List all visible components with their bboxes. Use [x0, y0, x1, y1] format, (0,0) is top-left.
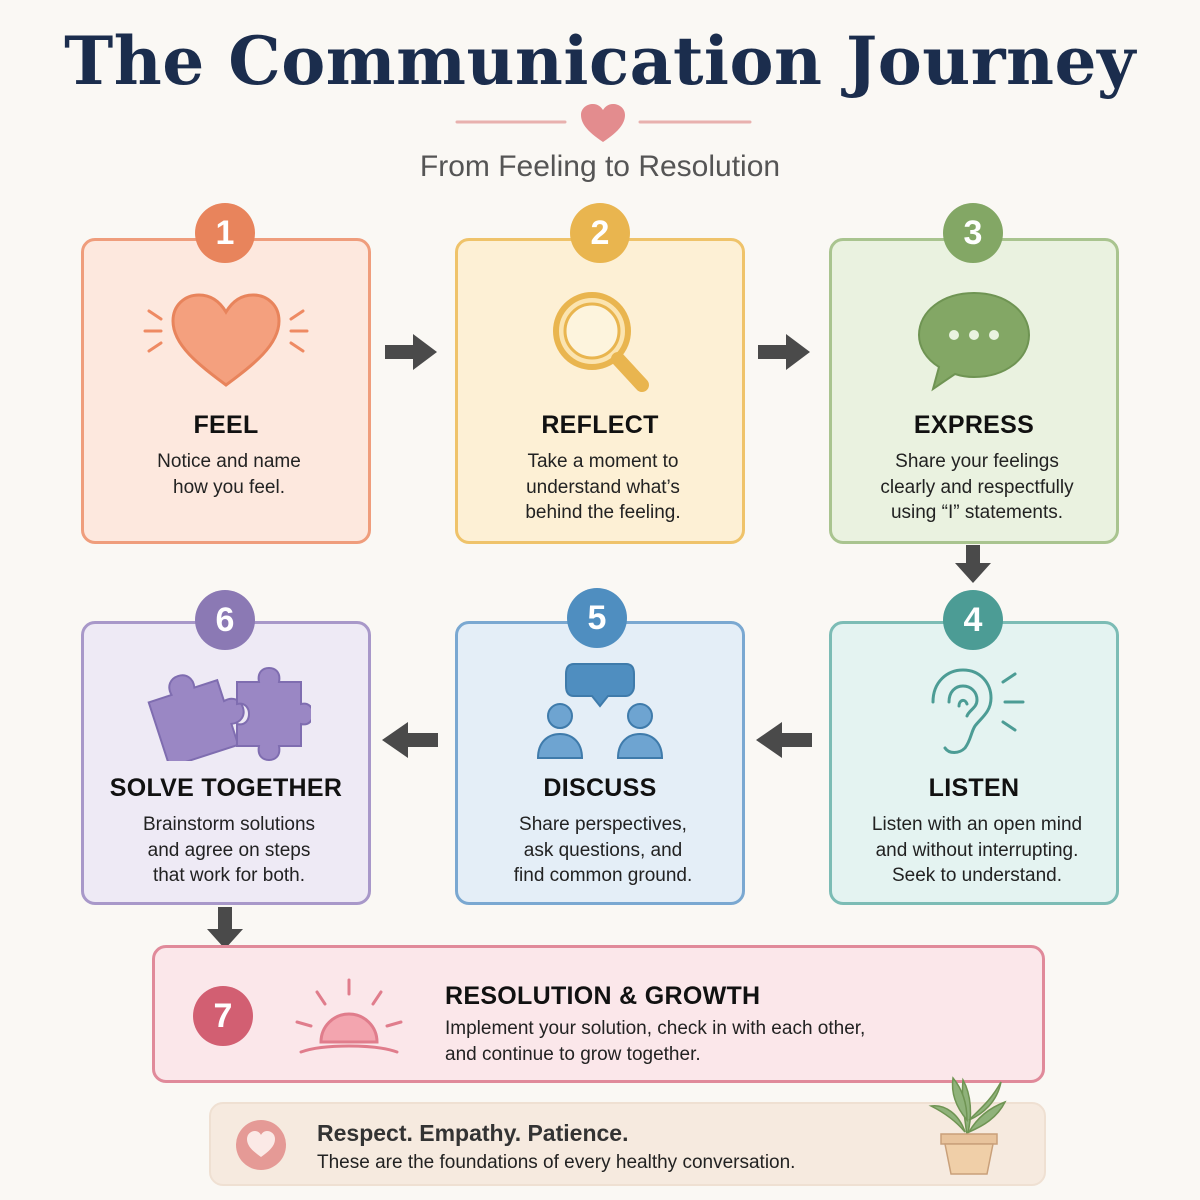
potted-plant-icon	[928, 1076, 1007, 1175]
step-number-badge: 2	[570, 203, 630, 263]
page-subtitle: From Feeling to Resolution	[419, 150, 781, 183]
arrow-right-icon	[385, 334, 437, 370]
speech-bubble-icon	[832, 289, 1116, 394]
heart-icon	[84, 293, 368, 393]
footer-heading: Respect. Empathy. Patience.	[317, 1120, 629, 1146]
step-title: FEEL	[193, 411, 259, 439]
footer-text: These are the foundations of every healt…	[317, 1152, 796, 1173]
resolution-description: Implement your solution, check in with e…	[445, 1018, 866, 1065]
step-description: Notice and name how you feel.	[157, 451, 301, 498]
step-number-badge: 5	[567, 588, 627, 648]
resolution-title: RESOLUTION & GROWTH	[445, 982, 761, 1010]
step-title: SOLVE TOGETHER	[109, 774, 343, 802]
step-number-badge: 1	[195, 203, 255, 263]
step-number-badge: 6	[195, 590, 255, 650]
sunrise-icon	[295, 978, 403, 1054]
step-card-listen: LISTEN Listen with an open mind and with…	[829, 621, 1119, 905]
step-number-badge: 7	[193, 986, 253, 1046]
step-card-reflect: REFLECT Take a moment to understand what…	[455, 238, 745, 544]
arrow-right-icon	[758, 334, 810, 370]
page-title: The Communication Journey	[64, 22, 1136, 100]
step-description: Share your feelings clearly and respectf…	[880, 451, 1074, 523]
step-card-discuss: DISCUSS Share perspectives, ask question…	[455, 621, 745, 905]
magnifying-glass-icon	[458, 289, 742, 399]
step-title: LISTEN	[928, 774, 1020, 802]
step-description: Share perspectives, ask questions, and f…	[513, 814, 693, 886]
arrow-down-icon	[207, 907, 243, 949]
step-title: REFLECT	[541, 411, 659, 439]
footer-banner: Respect. Empathy. Patience. These are th…	[209, 1102, 1046, 1186]
step-number-badge: 3	[943, 203, 1003, 263]
step-card-express: EXPRESS Share your feelings clearly and …	[829, 238, 1119, 544]
step-description: Listen with an open mind and without int…	[871, 814, 1083, 886]
arrow-left-icon	[382, 722, 438, 758]
step-card-feel: FEEL Notice and name how you feel.	[81, 238, 371, 544]
step-title: DISCUSS	[543, 774, 657, 802]
ear-icon	[832, 664, 1116, 759]
title-divider	[455, 104, 752, 142]
divider-heart-icon	[581, 104, 625, 142]
step-title: EXPRESS	[913, 411, 1035, 439]
puzzle-pieces-icon	[84, 666, 368, 761]
resolution-card: 7 RESOLUTION & GROWTH Implement your sol…	[152, 945, 1045, 1083]
step-description: Take a moment to understand what’s behin…	[525, 451, 681, 523]
heart-circle-icon	[236, 1120, 286, 1170]
arrow-left-icon	[756, 722, 812, 758]
step-number-badge: 4	[943, 590, 1003, 650]
people-conversation-icon	[458, 658, 742, 763]
step-card-solve-together: SOLVE TOGETHER Brainstorm solutions and …	[81, 621, 371, 905]
arrow-down-icon	[955, 545, 991, 583]
step-description: Brainstorm solutions and agree on steps …	[142, 814, 316, 886]
